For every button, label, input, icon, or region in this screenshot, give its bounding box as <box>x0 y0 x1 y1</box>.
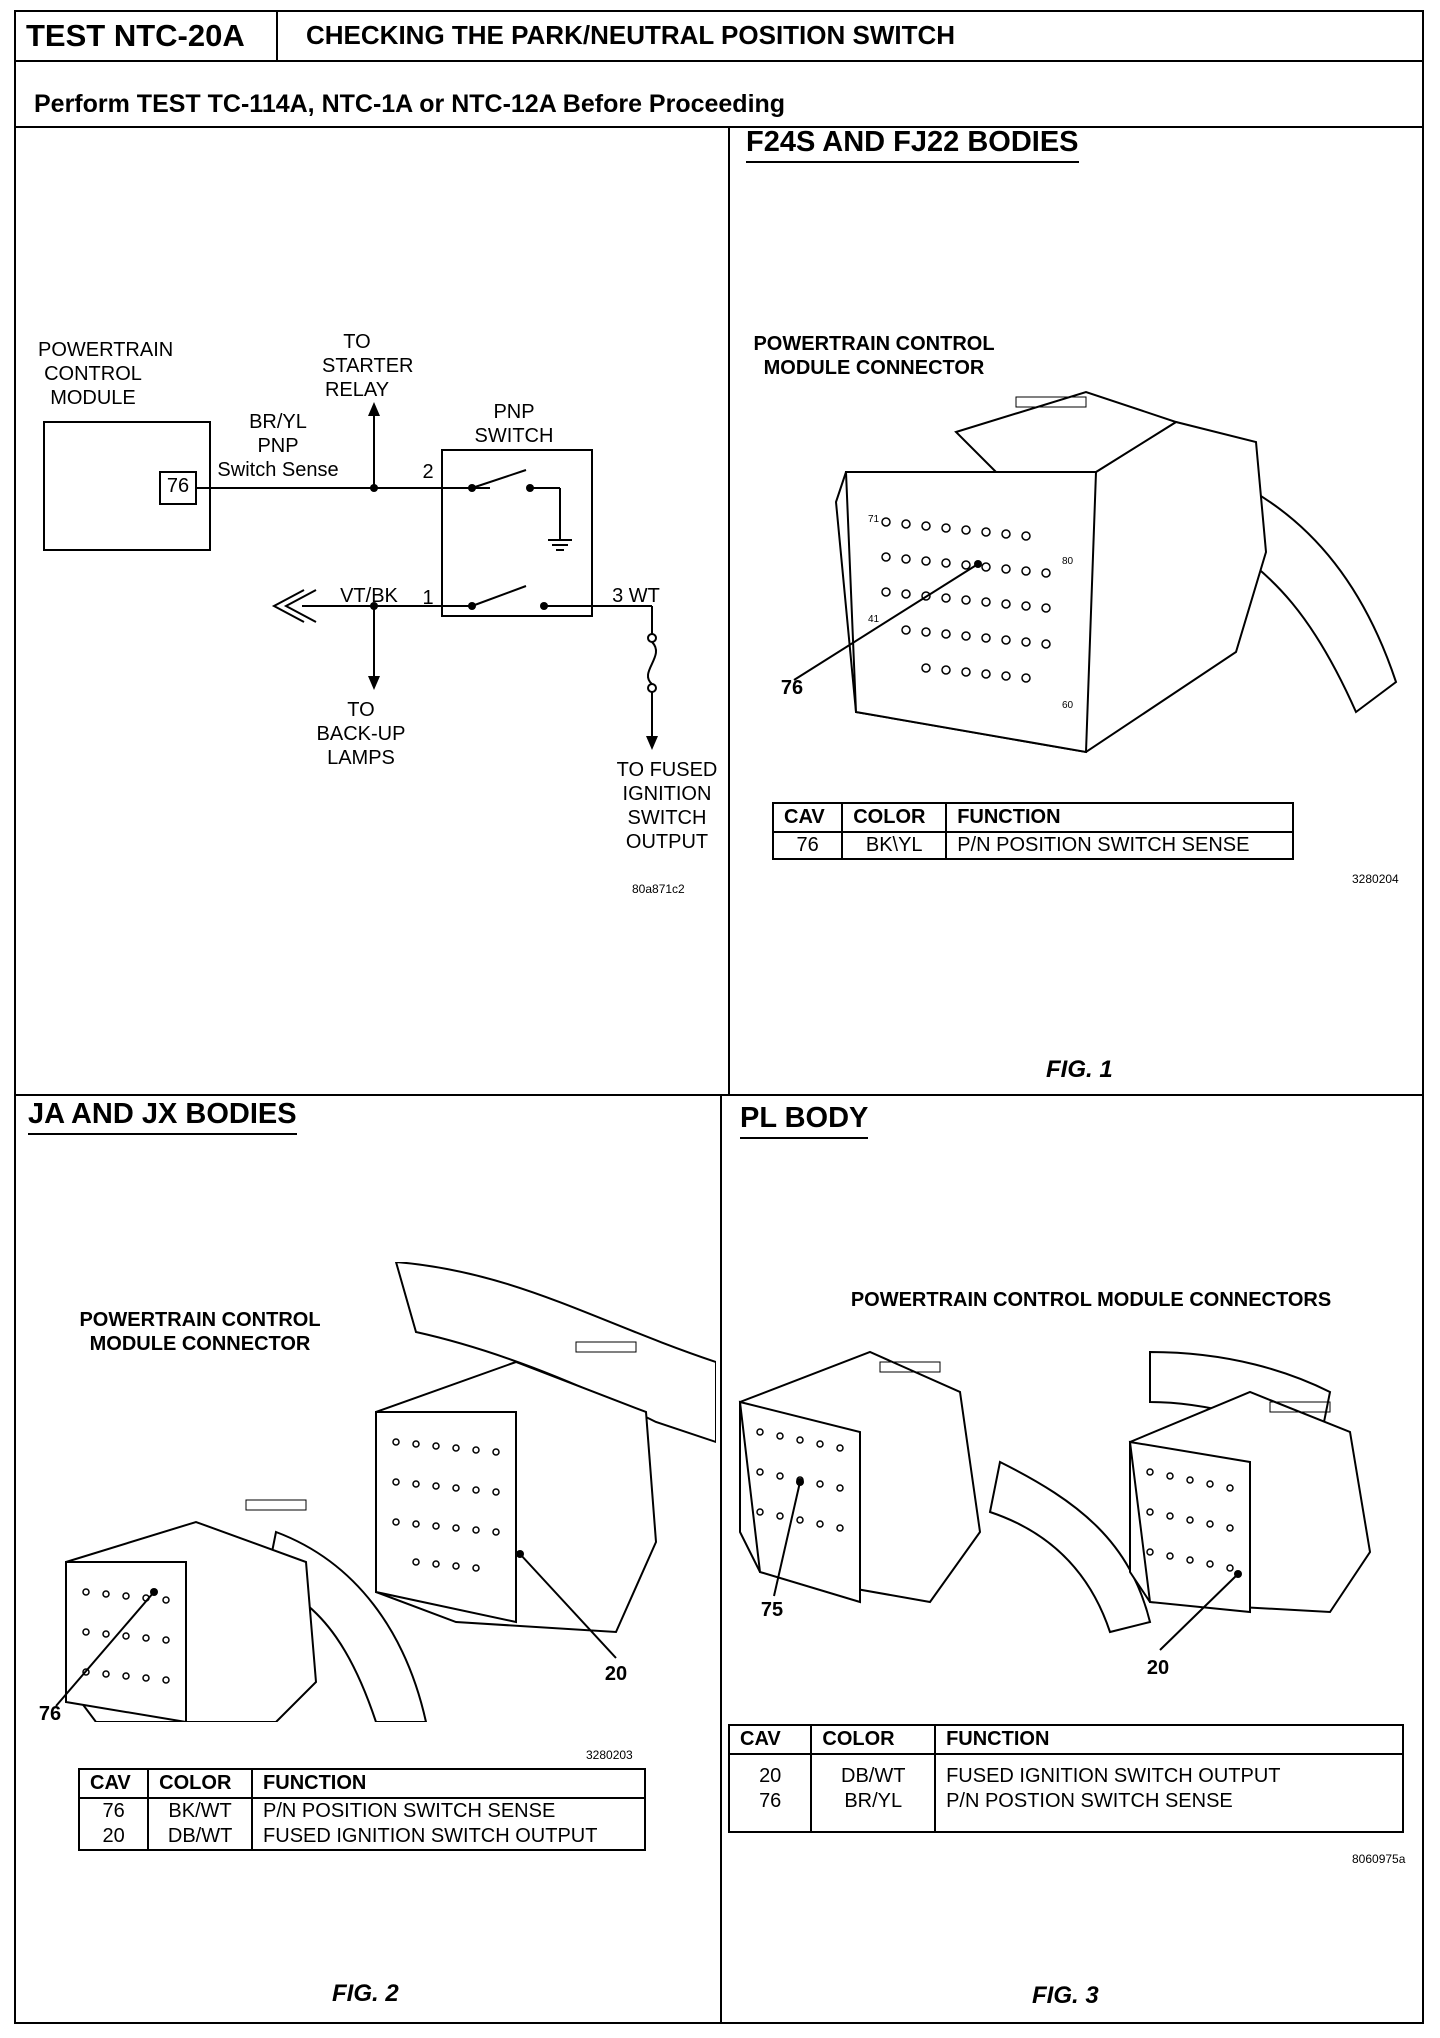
table-row: 20 DB/WT FUSED IGNITION SWITCH OUTPUT <box>727 1753 1404 1789</box>
pin-array <box>881 517 1051 683</box>
fuse-icon <box>646 641 658 685</box>
vt-bk-label: VT/BK <box>340 585 398 607</box>
pin-mark: 71 <box>868 514 880 525</box>
fig1-caption: FIG. 1 <box>1046 1056 1113 1083</box>
table-row: 76 BR/YL P/N POSTION SWITCH SENSE <box>727 1789 1404 1833</box>
prerequisite-text: Perform TEST TC-114A, NTC-1A or NTC-12A … <box>34 90 786 118</box>
pin-array <box>82 1438 500 1684</box>
fig3-caption: FIG. 3 <box>1032 1982 1099 2009</box>
fig2-ref: 3280203 <box>586 1748 633 1762</box>
grid-divider-horizontal <box>16 1094 1422 1096</box>
prerequisite-row: Perform TEST TC-114A, NTC-1A or NTC-12A … <box>16 60 1422 128</box>
fig2-section-title: JA AND JX BODIES <box>28 1098 297 1135</box>
fig2-connector-label: POWERTRAIN CONTROL MODULE CONNECTOR <box>79 1309 321 1355</box>
arrow-up-icon <box>368 402 380 416</box>
fig2-callout-76: 76 <box>38 1703 62 1725</box>
col-function: FUNCTION <box>251 1768 646 1799</box>
fig2-caption: FIG. 2 <box>332 1980 399 2007</box>
fig2-callout-20: 20 <box>604 1663 628 1685</box>
grid-divider-vertical-bottom <box>720 1096 722 2024</box>
fig3-connector-label: POWERTRAIN CONTROL MODULE CONNECTORS <box>850 1289 1332 1311</box>
arrow-down-icon <box>368 676 380 690</box>
pnp-switch-label: PNP SWITCH <box>474 401 554 447</box>
table-row: 76 BK\YL P/N POSITION SWITCH SENSE <box>771 831 1294 860</box>
fig1-connector-drawing: 71 41 80 60 <box>793 390 1398 754</box>
pin-1-label: 1 <box>422 587 434 609</box>
test-id: TEST NTC-20A <box>16 12 278 60</box>
col-cav: CAV <box>771 802 844 833</box>
fig2-cav-table: CAV COLOR FUNCTION 76 BK/WT P/N POSITION… <box>77 1768 646 1851</box>
fig1-connector-label: POWERTRAIN CONTROL MODULE CONNECTOR <box>753 333 995 379</box>
pin-array <box>756 1428 1234 1572</box>
connector-arrow-icon <box>271 589 317 623</box>
test-title: CHECKING THE PARK/NEUTRAL POSITION SWITC… <box>306 20 956 50</box>
wire-label-br-yl: BR/YL PNP Switch Sense <box>217 411 339 481</box>
pcm-pin-76: 76 <box>166 475 190 497</box>
header-row: TEST NTC-20A CHECKING THE PARK/NEUTRAL P… <box>16 12 1422 62</box>
col-color: COLOR <box>147 1768 254 1799</box>
pin-2-label: 2 <box>422 461 434 483</box>
fig3-ref: 8060975a <box>1352 1852 1406 1866</box>
pcm-label: POWERTRAIN CONTROL MODULE <box>38 339 174 409</box>
table-row: 76 BK/WT P/N POSITION SWITCH SENSE <box>77 1797 646 1824</box>
fig1-callout-76: 76 <box>780 677 804 699</box>
schematic-ref: 80a871c2 <box>632 882 685 896</box>
pin-3-label: 3 WT <box>612 585 660 607</box>
arrow-down-icon <box>646 736 658 750</box>
fig3-callout-20: 20 <box>1146 1657 1170 1679</box>
pin-mark: 60 <box>1062 700 1074 711</box>
pcm-box <box>43 421 211 551</box>
document-page: TEST NTC-20A CHECKING THE PARK/NEUTRAL P… <box>14 10 1424 2024</box>
fig1-cav-table: CAV COLOR FUNCTION 76 BK\YL P/N POSITION… <box>771 802 1294 860</box>
fig2-connector-drawing <box>55 1262 716 1722</box>
fig3-cav-table: CAV COLOR FUNCTION 20 DB/WT FUSED IGNITI… <box>727 1724 1404 1833</box>
col-color: COLOR <box>841 802 948 833</box>
starter-relay-label: TO STARTER RELAY <box>322 331 414 401</box>
grid-divider-vertical-top <box>728 126 730 1094</box>
pcm-pin-box <box>159 471 197 505</box>
fig3-callout-75: 75 <box>760 1599 784 1621</box>
backup-lamps-label: TO BACK-UP LAMPS <box>316 699 406 769</box>
col-cav: CAV <box>727 1724 813 1755</box>
fig1-section-title: F24S AND FJ22 BODIES <box>746 126 1079 163</box>
col-color: COLOR <box>810 1724 937 1755</box>
col-function: FUNCTION <box>945 802 1294 833</box>
fused-ignition-label: TO FUSED IGNITION SWITCH OUTPUT <box>616 759 718 853</box>
pnp-schematic-drawing <box>43 402 658 750</box>
pin-mark: 41 <box>868 614 880 625</box>
ground-icon <box>548 539 572 551</box>
table-row: 20 DB/WT FUSED IGNITION SWITCH OUTPUT <box>77 1824 646 1851</box>
col-cav: CAV <box>77 1768 150 1799</box>
col-function: FUNCTION <box>934 1724 1404 1755</box>
pnp-switch-box <box>441 449 593 617</box>
fig3-section-title: PL BODY <box>740 1102 869 1139</box>
pin-mark: 80 <box>1062 556 1074 567</box>
fig3-connector-drawing <box>738 1350 1372 1651</box>
fig1-ref: 3280204 <box>1352 872 1399 886</box>
